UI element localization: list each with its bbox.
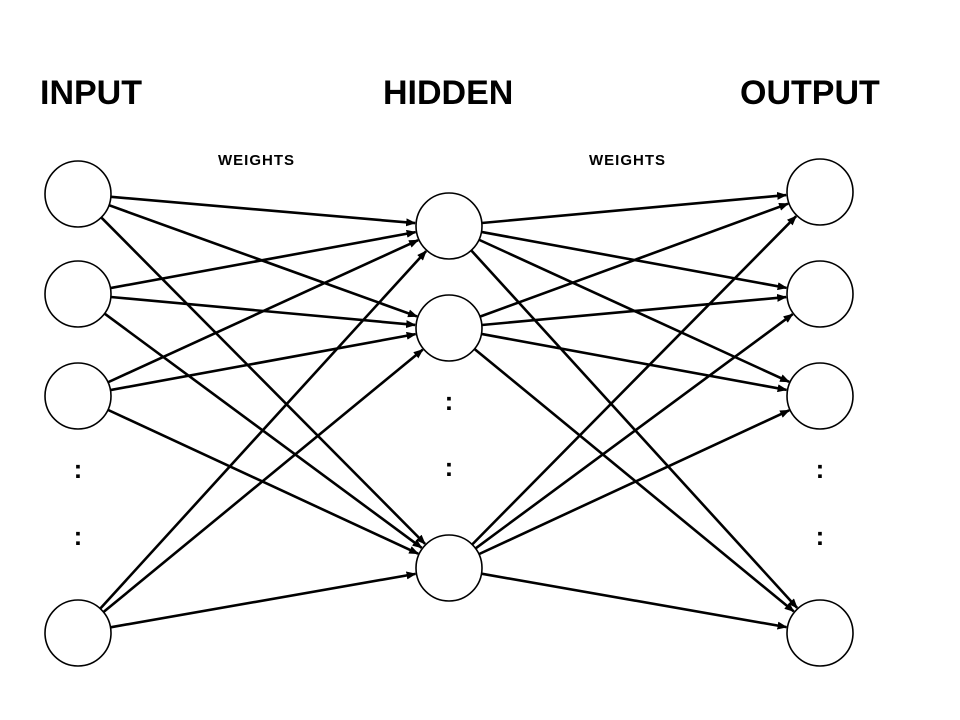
weight-arrow-input-4-to-hidden-3 — [110, 571, 417, 629]
weights-label-hidden-output: WEIGHTS — [589, 152, 666, 169]
output-layer-title: OUTPUT — [740, 74, 880, 112]
hidden-ellipsis-2: : — [445, 452, 454, 482]
output-node-1 — [786, 158, 854, 226]
output-ellipsis-1: : — [816, 454, 825, 484]
input-node-3 — [44, 362, 112, 430]
weight-arrow-hidden-3-to-output-4 — [481, 572, 788, 630]
weight-arrow-input-1-to-hidden-3 — [100, 216, 426, 545]
weight-arrow-hidden-3-to-output-3 — [478, 409, 791, 556]
ellipsis-group: :::::: — [74, 386, 825, 551]
connections-group — [99, 191, 799, 630]
output-node-4 — [786, 599, 854, 667]
weight-arrow-hidden-1-to-output-1 — [481, 191, 788, 225]
weight-arrow-hidden-3-to-output-1 — [471, 215, 798, 546]
hidden-node-3 — [415, 534, 483, 602]
hidden-ellipsis-1: : — [445, 386, 454, 416]
input-node-4 — [44, 599, 112, 667]
weight-arrow-hidden-2-to-output-4 — [473, 347, 795, 613]
hidden-node-2 — [415, 294, 483, 362]
input-layer-title: INPUT — [40, 74, 142, 112]
weight-arrow-input-1-to-hidden-1 — [110, 195, 417, 227]
output-node-3 — [786, 362, 854, 430]
input-node-1 — [44, 160, 112, 228]
weight-arrow-hidden-2-to-output-2 — [481, 293, 788, 327]
weight-arrow-input-3-to-hidden-1 — [107, 238, 419, 384]
weight-arrow-hidden-1-to-output-4 — [470, 249, 799, 609]
weight-arrow-input-4-to-hidden-2 — [102, 348, 424, 614]
hidden-layer-title: HIDDEN — [383, 74, 513, 112]
weight-arrow-hidden-3-to-output-2 — [474, 313, 794, 550]
input-ellipsis-1: : — [74, 454, 83, 484]
output-ellipsis-2: : — [816, 521, 825, 551]
input-node-2 — [44, 260, 112, 328]
output-node-2 — [786, 260, 854, 328]
weight-arrow-input-4-to-hidden-1 — [99, 250, 428, 610]
input-ellipsis-2: : — [74, 521, 83, 551]
weight-arrow-hidden-2-to-output-1 — [479, 202, 790, 318]
nodes-group — [44, 158, 854, 667]
weight-arrow-input-3-to-hidden-2 — [110, 331, 417, 392]
weights-label-input-hidden: WEIGHTS — [218, 152, 295, 169]
hidden-node-1 — [415, 192, 483, 260]
weight-arrow-hidden-2-to-output-3 — [481, 332, 788, 393]
weight-arrow-input-2-to-hidden-1 — [110, 229, 417, 290]
